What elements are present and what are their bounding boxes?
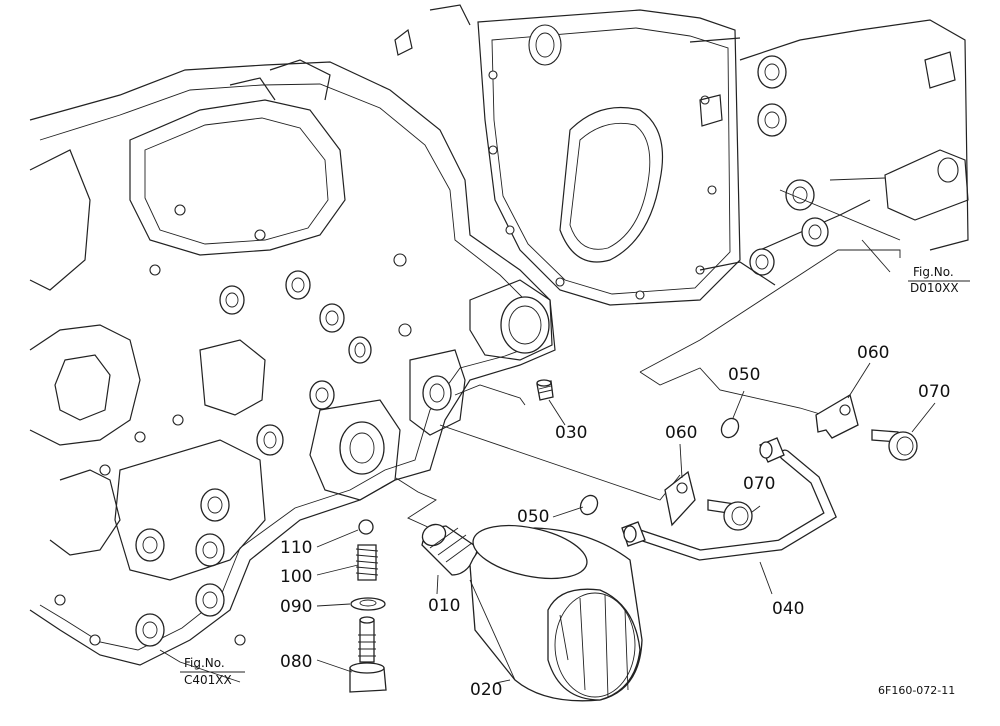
drawing-code: 6F160-072-11 — [878, 684, 955, 697]
part-030-plug — [536, 379, 554, 401]
part-010-fitting — [421, 523, 479, 576]
leader-lines — [316, 239, 936, 684]
figure-reference-c401: Fig.No. C401XX — [180, 656, 245, 687]
fig-ref-d010-line2: D010XX — [910, 281, 959, 295]
label-040: 040 — [772, 599, 804, 619]
label-020: 020 — [470, 680, 502, 700]
label-070-upper: 070 — [918, 382, 950, 402]
label-010: 010 — [428, 596, 460, 616]
fig-ref-d010-line1: Fig.No. — [913, 265, 954, 279]
label-060-upper: 060 — [857, 343, 889, 363]
label-100: 100 — [280, 567, 312, 587]
fig-ref-c401-line1: Fig.No. — [184, 656, 225, 670]
figure-reference-d010: Fig.No. D010XX — [908, 265, 970, 295]
label-080: 080 — [280, 652, 312, 672]
label-060-lower: 060 — [665, 423, 697, 443]
part-070-bolts — [707, 429, 918, 531]
transmission-case — [29, 59, 556, 666]
label-090: 090 — [280, 597, 312, 617]
part-020-oil-filter — [469, 524, 643, 702]
reference-frames — [159, 177, 901, 683]
label-030: 030 — [555, 423, 587, 443]
part-050-o-rings — [579, 417, 740, 516]
part-relief-valve-stack — [349, 519, 387, 693]
label-110: 110 — [280, 538, 312, 558]
label-070-lower: 070 — [743, 474, 775, 494]
engine-housing — [394, 4, 969, 306]
part-labels: 030 050 050 060 060 070 070 040 010 020 … — [280, 343, 950, 700]
label-050-upper: 050 — [728, 365, 760, 385]
fig-ref-c401-line2: C401XX — [184, 673, 232, 687]
label-050-lower: 050 — [517, 507, 549, 527]
part-040-oil-pipe — [621, 437, 837, 561]
